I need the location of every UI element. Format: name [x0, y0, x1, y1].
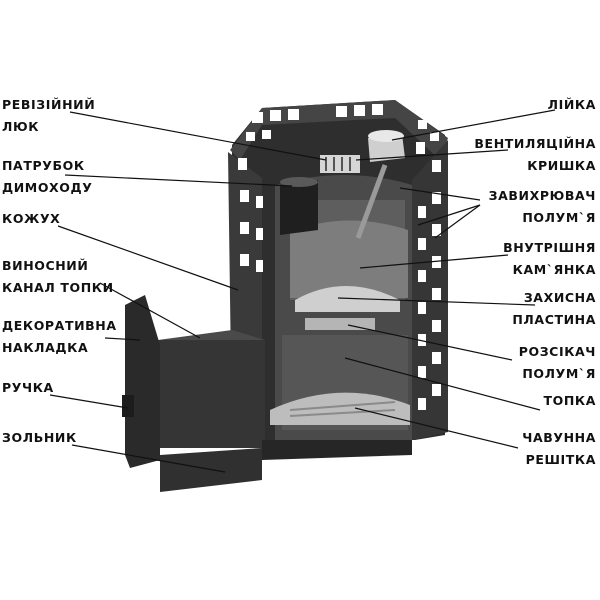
leader-flame-divider: [347, 324, 513, 361]
leader-swirler-2: [417, 204, 481, 226]
leader-remote-channel: [99, 282, 201, 339]
protective-plate-shape: [295, 286, 400, 312]
label-firebox: ТОПКА: [543, 393, 596, 408]
label-funnel: ЛІЙКА: [547, 97, 596, 112]
leader-casing: [57, 225, 239, 291]
flue-pipe-shape: [280, 180, 318, 235]
flue-pipe-top: [280, 177, 318, 187]
grate-shape: [270, 392, 410, 425]
label-remote-channel: ВИНОСНИЙ КАНАЛ ТОПКИ: [2, 258, 114, 295]
leader-ash-pan: [71, 444, 226, 473]
leader-swirler-1: [399, 187, 481, 201]
leader-swirler-3: [434, 204, 481, 239]
label-decor-trim: ДЕКОРАТИВНА НАКЛАДКА: [2, 318, 117, 355]
label-flue-pipe: ПАТРУБОК ДИМОХОДУ: [2, 158, 93, 195]
remote-channel-shape: [158, 340, 265, 448]
label-casing: КОЖУХ: [2, 211, 61, 226]
leader-lines: [49, 109, 556, 473]
leader-revision-hatch: [69, 111, 327, 161]
stove-illustration: [122, 100, 448, 492]
handle-shape: [122, 395, 134, 417]
leader-inner-heater: [359, 254, 509, 269]
leader-protective-plate: [337, 297, 536, 306]
label-cast-iron-grate: ЧАВУННА РЕШІТКА: [522, 430, 596, 467]
leader-flue-pipe: [64, 174, 293, 187]
leader-funnel: [391, 109, 556, 141]
leader-handle: [49, 394, 129, 409]
leader-vent-lid: [355, 149, 509, 161]
leader-firebox: [344, 357, 541, 411]
swirler-rod: [355, 164, 388, 239]
label-ash-pan: ЗОЛЬНИК: [2, 430, 77, 445]
heater-cavity: [290, 220, 408, 298]
stove-base: [262, 440, 412, 460]
label-revision-hatch: РЕВІЗІЙНИЙ ЛЮК: [2, 97, 96, 134]
label-handle: РУЧКА: [2, 380, 54, 395]
label-inner-heater: ВНУТРІШНЯ КАМ`ЯНКА: [503, 240, 596, 277]
remote-channel-top: [158, 330, 265, 340]
leader-decor-trim: [104, 337, 141, 341]
casing-right: [412, 140, 448, 440]
funnel-top: [368, 130, 404, 142]
grate-slots: [289, 401, 396, 417]
casing-top-rim: [230, 100, 448, 160]
label-protective-plate: ЗАХИСНА ПЛАСТИНА: [512, 290, 596, 327]
label-vent-lid: ВЕНТИЛЯЦІЙНА КРИШКА: [474, 136, 596, 173]
decor-trim-shape: [125, 295, 160, 468]
casing-lattice: [238, 104, 441, 410]
label-flame-swirler: ЗАВИХРЮВАЧ ПОЛУМ`Я: [488, 188, 596, 225]
leader-grate: [354, 407, 519, 449]
label-flame-divider: РОЗСІКАЧ ПОЛУМ`Я: [518, 344, 596, 381]
hatch-grille-slots: [325, 157, 351, 171]
